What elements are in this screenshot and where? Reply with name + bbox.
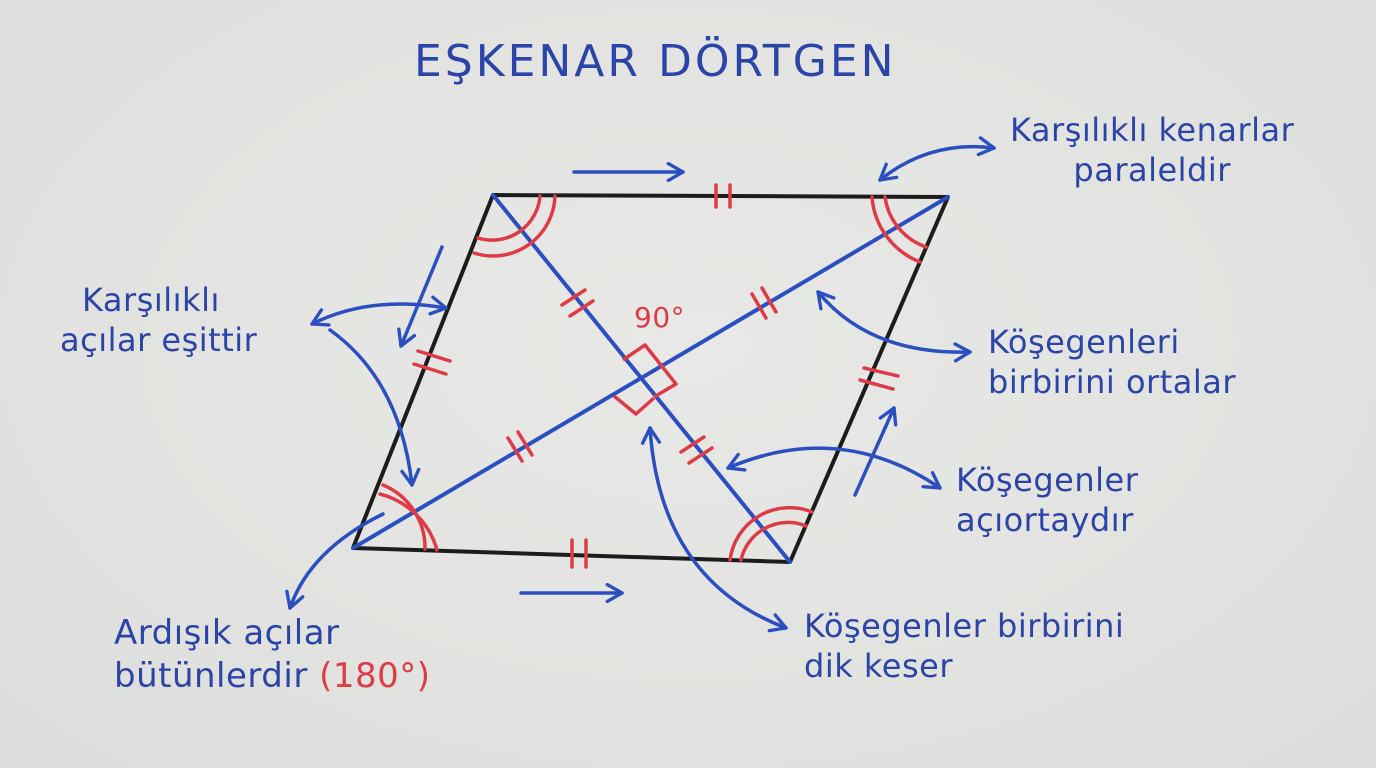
diagonal-short xyxy=(491,193,792,564)
label-line: açılar eşittir xyxy=(60,321,258,359)
parallel-arrow-left xyxy=(397,245,444,348)
label-line: dik keser xyxy=(804,647,953,685)
label-perpendicular: Köşegenler birbirini dik keser xyxy=(804,606,1124,686)
page-title: EŞKENAR DÖRTGEN xyxy=(414,36,897,87)
label-line: Köşegenler xyxy=(956,461,1139,499)
label-line: Karşılıklı kenarlar xyxy=(1010,111,1295,149)
tick-marks xyxy=(412,183,900,569)
opposite-angles-arrow-2 xyxy=(328,328,421,487)
label-line: Köşegenler birbirini xyxy=(804,607,1125,645)
opposite-sides-arrow xyxy=(878,136,996,182)
label-line: Ardışık açılar xyxy=(114,613,340,653)
angle-arcs xyxy=(378,194,928,562)
annotation-arrows xyxy=(285,136,996,633)
label-line: bütünlerdir (180°) xyxy=(114,655,431,698)
label-line: açıortaydır xyxy=(956,501,1134,539)
label-opposite-sides: Karşılıklı kenarlar paraleldir xyxy=(1010,110,1294,190)
label-text: bütünlerdir xyxy=(114,655,308,696)
right-angle-label: 90° xyxy=(634,301,686,334)
label-line: Köşegenleri xyxy=(988,323,1180,361)
bisector-arrow xyxy=(726,446,942,490)
label-opposite-angles: Karşılıklı açılar eşittir xyxy=(60,280,257,360)
label-angle-bisectors: Köşegenler açıortaydır xyxy=(956,460,1138,540)
label-line: birbirini ortalar xyxy=(988,363,1236,401)
label-consecutive-angles: Ardışık açılar bütünlerdir (180°) xyxy=(114,612,431,697)
label-bisect-each-other: Köşegenleri birbirini ortalar xyxy=(988,322,1236,402)
bisect-arrow xyxy=(816,290,972,363)
label-line: paraleldir xyxy=(1073,151,1231,189)
diagonal-long xyxy=(351,195,950,550)
right-angle-mark xyxy=(612,343,678,416)
opposite-angles-arrow-1 xyxy=(310,295,448,327)
perpendicular-arrow xyxy=(640,426,788,633)
angle-value: (180°) xyxy=(319,655,431,696)
label-line: Karşılıklı xyxy=(82,281,220,319)
consecutive-angles-arrow xyxy=(285,512,385,610)
